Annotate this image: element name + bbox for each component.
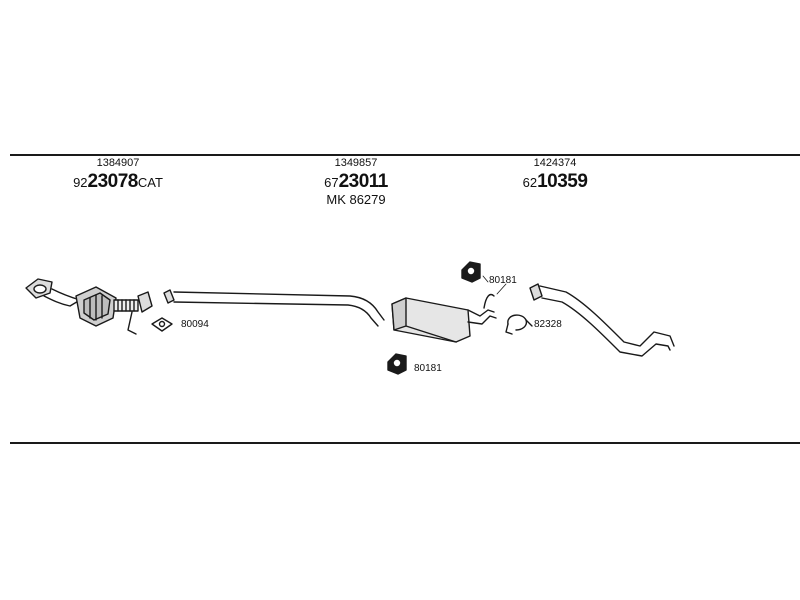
bottom-divider-line xyxy=(10,442,800,444)
catalytic-converter xyxy=(75,286,153,335)
part-code: 9223078CAT xyxy=(73,171,163,192)
part-group-rear-pipe: 1424374 6210359 xyxy=(505,157,605,192)
mounting-kit-number: MK 86279 xyxy=(326,192,386,207)
top-divider-line xyxy=(10,154,800,156)
part-group-middle-silencer: 1349857 6723011 MK 86279 xyxy=(306,157,406,207)
hanger-hook xyxy=(483,293,495,309)
oem-number: 1384907 xyxy=(96,157,140,169)
rubber-mount-lower xyxy=(387,353,407,375)
rear-pipe xyxy=(529,283,675,357)
callout-clamp: 82328 xyxy=(534,319,562,330)
part-code: 6210359 xyxy=(522,171,588,192)
part-code: 6723011 xyxy=(324,171,388,192)
front-flange-pipe xyxy=(25,278,81,307)
rubber-mount-upper xyxy=(461,261,481,283)
middle-pipe xyxy=(163,289,385,327)
callout-mount-lower: 80181 xyxy=(414,363,442,374)
oem-number: 1349857 xyxy=(334,157,378,169)
middle-silencer xyxy=(391,297,497,343)
part-group-catalyst: 1384907 9223078CAT xyxy=(63,157,173,192)
gasket-80094 xyxy=(151,317,173,332)
callout-mount-upper: 80181 xyxy=(489,275,517,286)
clamp-82328 xyxy=(505,314,533,335)
callout-gasket: 80094 xyxy=(181,319,209,330)
oem-number: 1424374 xyxy=(533,157,577,169)
leader-lines xyxy=(482,275,507,295)
